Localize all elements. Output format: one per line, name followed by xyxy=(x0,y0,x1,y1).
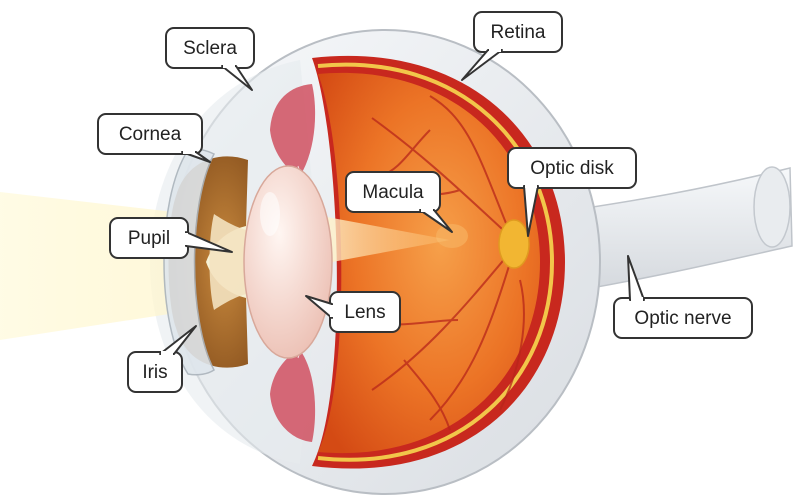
label-sclera: Sclera xyxy=(183,38,237,59)
macula-spot xyxy=(436,224,468,248)
callout-optic-nerve: Optic nerve xyxy=(613,255,753,339)
callout-lens: Lens xyxy=(305,291,401,333)
optic-nerve-shape xyxy=(559,167,793,291)
callout-cornea: Cornea xyxy=(97,113,211,163)
label-lens: Lens xyxy=(344,302,385,323)
callout-sclera: Sclera xyxy=(165,27,255,91)
focused-light-beam xyxy=(300,212,450,268)
callout-macula: Macula xyxy=(345,171,453,233)
ciliary-body-bottom xyxy=(270,350,316,442)
label-retina: Retina xyxy=(491,22,546,43)
label-pupil: Pupil xyxy=(128,228,170,249)
label-macula: Macula xyxy=(362,182,424,203)
ciliary-body-top xyxy=(270,84,316,176)
label-iris: Iris xyxy=(142,362,167,383)
label-optic-disk: Optic disk xyxy=(530,158,614,179)
optic-disk-shape xyxy=(498,219,530,269)
cornea-shape xyxy=(163,148,216,376)
pupil-shape xyxy=(209,214,256,310)
callout-iris: Iris xyxy=(127,325,197,393)
label-cornea: Cornea xyxy=(119,124,182,145)
callout-retina: Retina xyxy=(461,11,563,81)
callout-optic-disk: Optic disk xyxy=(507,147,637,237)
callout-pupil: Pupil xyxy=(109,217,233,259)
label-optic-nerve: Optic nerve xyxy=(634,308,731,329)
lens-shape xyxy=(243,165,333,359)
